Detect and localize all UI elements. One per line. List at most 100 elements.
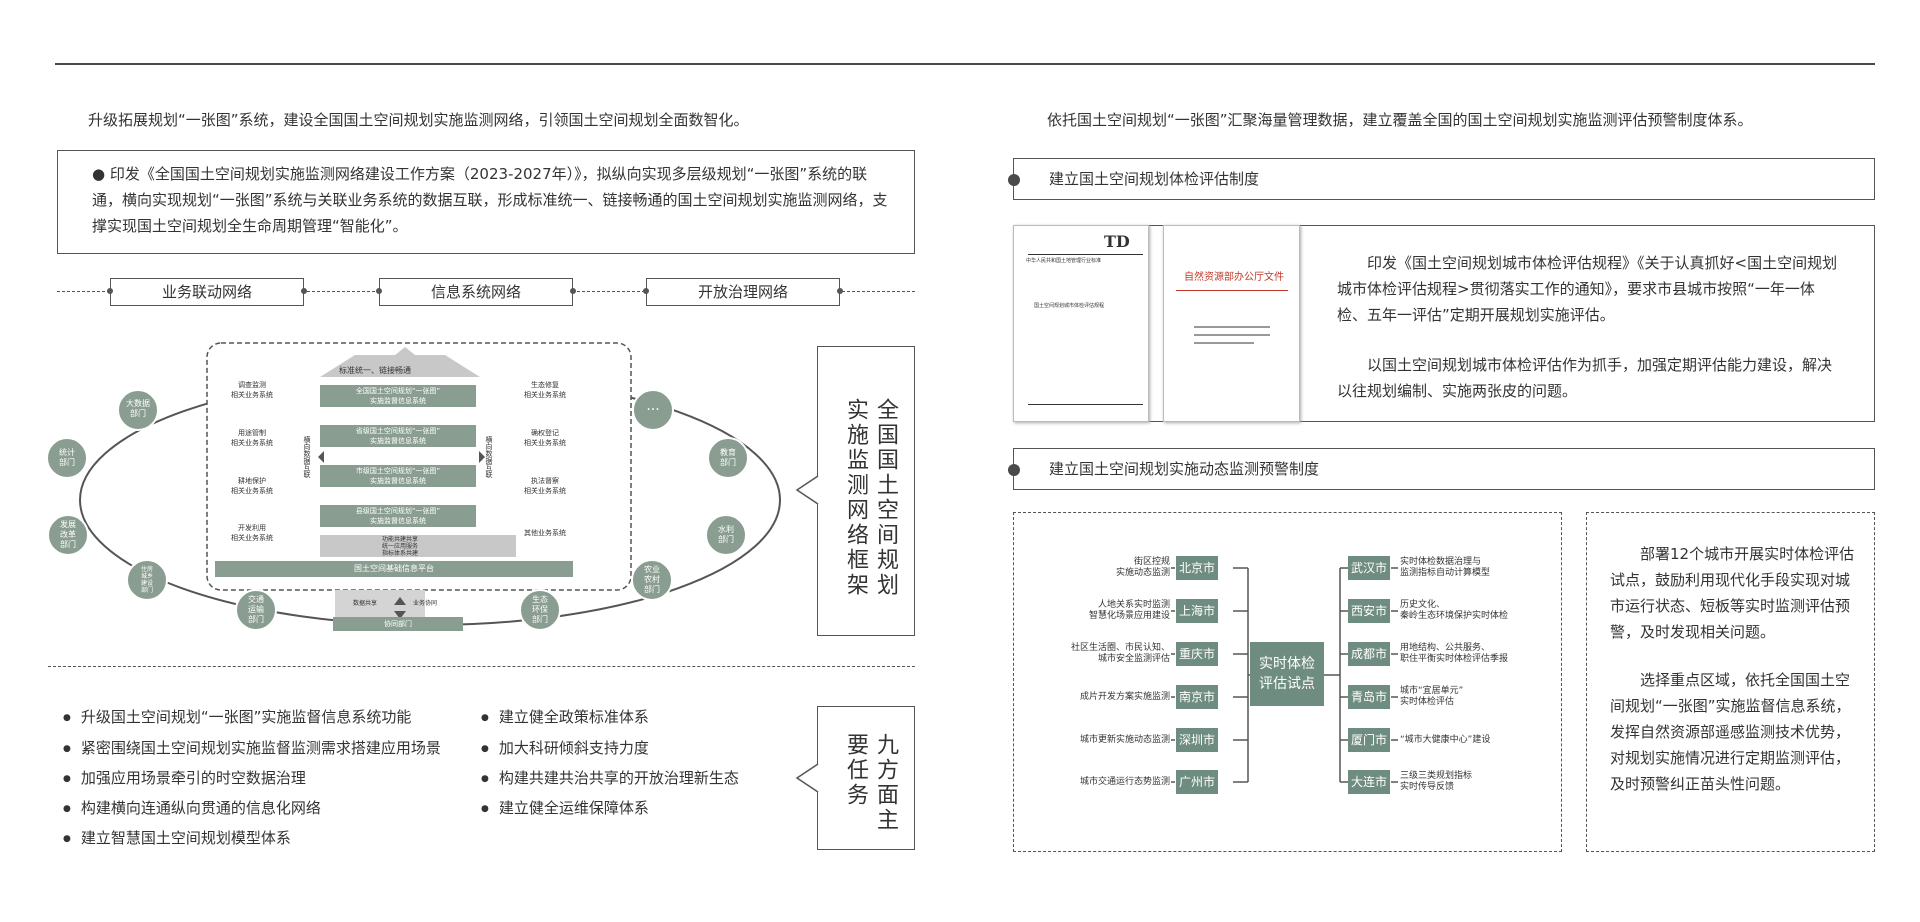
dept-housing: 住房 城乡 建设 部门 xyxy=(140,566,153,594)
right-label-3: 其他业务系统 xyxy=(524,529,566,537)
tasks-title-box xyxy=(817,706,915,850)
document-rule xyxy=(1028,254,1143,255)
left-intro: 升级拓展规划“一张图”系统，建设全国国土空间规划实施监测网络，引领国土空间规划全… xyxy=(88,111,749,129)
diagram-arrow-top: 标准统一、链接畅通 xyxy=(339,366,411,375)
bracket-notch xyxy=(795,475,819,505)
section1-paragraph-2: 以国土空间规划城市体检评估作为抓手，加强定期评估能力建设，解决以往规划编制、实施… xyxy=(1337,356,1833,400)
task-right-3: 建立健全运维保障体系 xyxy=(481,799,649,818)
left-city-label-5: 城市交通运行态势监测 xyxy=(1079,777,1170,787)
task-left-2: 加强应用场景牵引的时空数据治理 xyxy=(63,769,306,788)
section2-text-box xyxy=(1586,512,1875,852)
vertical-label-right: 横向数据互联 xyxy=(485,436,493,478)
notice-text-line xyxy=(1194,326,1270,328)
tasks-dashed-divider xyxy=(48,666,915,667)
pill-dot xyxy=(107,288,113,294)
city-shanghai: 上海市 xyxy=(1176,599,1218,623)
left-city-label-2: 社区生活圈、市民认知、 城市安全监测评估 xyxy=(1070,643,1170,664)
bottom-dept: 协同部门 xyxy=(333,617,463,631)
city-guangzhou: 广州市 xyxy=(1176,770,1218,794)
city-wuhan: 武汉市 xyxy=(1348,556,1390,580)
left-city-label-1: 人地关系实时监测 智慧化场景应用建设 xyxy=(1088,600,1170,621)
right-label-0: 生态修复 相关业务系统 xyxy=(524,381,566,399)
dept-development: 发展 改革 部门 xyxy=(60,520,76,549)
platform-bar: 国土空间基础信息平台 xyxy=(215,561,573,577)
notice-red-header: 自然资源部办公厅文件 xyxy=(1184,272,1284,283)
diagram-gray-small: 功能共建共享 统一应用服务 指标体系共建 xyxy=(381,536,418,557)
section2-paragraph-1: 部署12个城市开展实时体检评估试点，鼓励利用现代化手段实现对城市运行状态、短板等… xyxy=(1610,545,1855,641)
left-city-label-4: 城市更新实施动态监测 xyxy=(1079,735,1170,745)
task-right-0: 建立健全政策标准体系 xyxy=(481,708,649,727)
tier-provincial: 省级国土空间规划“一张图” 实施监督信息系统 xyxy=(320,425,476,447)
section1-header-box: 建立国土空间规划体检评估制度 xyxy=(1013,158,1875,200)
tier-county: 县级国土空间规划“一张图” 实施监督信息系统 xyxy=(320,505,476,527)
right-label-2: 执法督察 相关业务系统 xyxy=(524,477,566,495)
bottom-small-right: 业务协同 xyxy=(412,600,437,607)
top-divider xyxy=(55,63,1875,65)
dept-education: 教育 部门 xyxy=(720,448,736,467)
document-logo: TD xyxy=(1104,232,1130,251)
dept-more: ··· xyxy=(646,402,660,418)
task-left-1: 紧密围绕国土空间规划实施监督监测需求搭建应用场景 xyxy=(63,739,441,758)
pill-dot xyxy=(643,288,649,294)
right-city-label-5: 三级三类规划指标 实时传导反馈 xyxy=(1400,771,1473,792)
right-city-label-1: 历史文化、 秦岭生态环境保护实时体检 xyxy=(1400,600,1509,621)
vertical-label-left: 横向数据互联 xyxy=(303,436,311,478)
right-city-label-0: 实时体检数据治理与 监测指标自动计算模型 xyxy=(1400,557,1491,578)
document-thumbnail-standard: TD 中华人民共和国土地管理行业标准 国土空间规划城市体检评估规程 xyxy=(1013,225,1149,422)
city-xiamen: 厦门市 xyxy=(1348,728,1390,752)
section2-header-box: 建立国土空间规划实施动态监测预警制度 xyxy=(1013,448,1875,490)
right-city-label-3: 城市“宜居单元” 实时体检评估 xyxy=(1400,686,1464,707)
pill-dot xyxy=(301,288,307,294)
task-left-0: 升级国土空间规划“一张图”实施监督信息系统功能 xyxy=(63,708,412,727)
task-left-4: 建立智慧国土空间规划模型体系 xyxy=(63,829,291,848)
document-thumbnail-notice: 自然资源部办公厅文件 xyxy=(1163,225,1300,422)
dept-statistics: 统计 部门 xyxy=(59,448,75,467)
pilot-city-box xyxy=(1013,512,1562,852)
section1-content-box xyxy=(1013,225,1875,422)
left-city-label-0: 街区控规 实施动态监测 xyxy=(1115,557,1170,578)
right-city-label-4: “城市大健康中心”建设 xyxy=(1400,735,1491,745)
network-business: 业务联动网络 xyxy=(110,278,304,306)
section1-bullet xyxy=(1008,174,1020,186)
document-title: 国土空间规划城市体检评估规程 xyxy=(1034,303,1105,309)
section1-title: 建立国土空间规划体检评估制度 xyxy=(1049,170,1260,188)
pill-dot xyxy=(837,288,843,294)
dept-agriculture: 农业 农村 部门 xyxy=(644,565,660,594)
pill-dot xyxy=(570,288,576,294)
left-label-1: 用途管制 相关业务系统 xyxy=(231,429,273,447)
section2-paragraph-2: 选择重点区域，依托全国国土空间规划“一张图”实施监督信息系统，发挥自然资源部遥感… xyxy=(1610,671,1851,793)
dept-ecology: 生态 环保 部门 xyxy=(532,595,548,624)
pilot-center-node: 实时体检 评估试点 xyxy=(1250,642,1324,706)
city-beijing: 北京市 xyxy=(1176,556,1218,580)
pill-dot xyxy=(376,288,382,294)
section2-bullet xyxy=(1008,464,1020,476)
notice-text-line xyxy=(1194,334,1270,336)
pilot-city-connectors xyxy=(1171,567,1398,783)
framework-title: 全国国土空间规划实施监测网络框架 xyxy=(843,398,898,598)
network-information: 信息系统网络 xyxy=(379,278,573,306)
city-shenzhen: 深圳市 xyxy=(1176,728,1218,752)
notice-text-line xyxy=(1194,342,1254,344)
right-city-label-2: 用地结构、公共服务、 职住平衡实时体检评估季报 xyxy=(1400,643,1509,664)
city-chongqing: 重庆市 xyxy=(1176,642,1218,666)
bottom-small-left: 数据共享 xyxy=(352,600,377,607)
right-intro: 依托国土空间规划“一张图”汇聚海量管理数据，建立覆盖全国的国土空间规划实施监测评… xyxy=(1047,111,1753,129)
left-label-3: 开发利用 相关业务系统 xyxy=(231,524,273,542)
dept-water: 水利 部门 xyxy=(718,525,734,544)
network-open-governance: 开放治理网络 xyxy=(646,278,840,306)
task-right-2: 构建共建共治共享的开放治理新生态 xyxy=(481,769,739,788)
section1-paragraph-1: 印发《国土空间规划城市体检评估规程》《关于认真抓好<国土空间规划城市体检评估规程… xyxy=(1337,254,1838,324)
document-footer-rule xyxy=(1028,404,1143,405)
left-label-2: 耕地保护 相关业务系统 xyxy=(231,477,273,495)
tasks-title: 九方面主要任务 xyxy=(843,733,898,833)
city-nanjing: 南京市 xyxy=(1176,685,1218,709)
tier-national: 全国国土空间规划“一张图” 实施监督信息系统 xyxy=(320,385,476,407)
city-dalian: 大连市 xyxy=(1348,770,1390,794)
notice-red-rule xyxy=(1176,290,1288,291)
left-city-label-3: 成片开发方案实施监测 xyxy=(1079,692,1170,702)
section2-title: 建立国土空间规划实施动态监测预警制度 xyxy=(1049,460,1320,478)
document-header: 中华人民共和国土地管理行业标准 xyxy=(1026,258,1102,264)
left-policy-text: ● 印发《全国国土空间规划实施监测网络建设工作方案（2023-2027年）》，拟… xyxy=(92,165,888,235)
dept-transport: 交通 运输 部门 xyxy=(248,595,264,624)
task-left-3: 构建横向连通纵向贯通的信息化网络 xyxy=(63,799,321,818)
